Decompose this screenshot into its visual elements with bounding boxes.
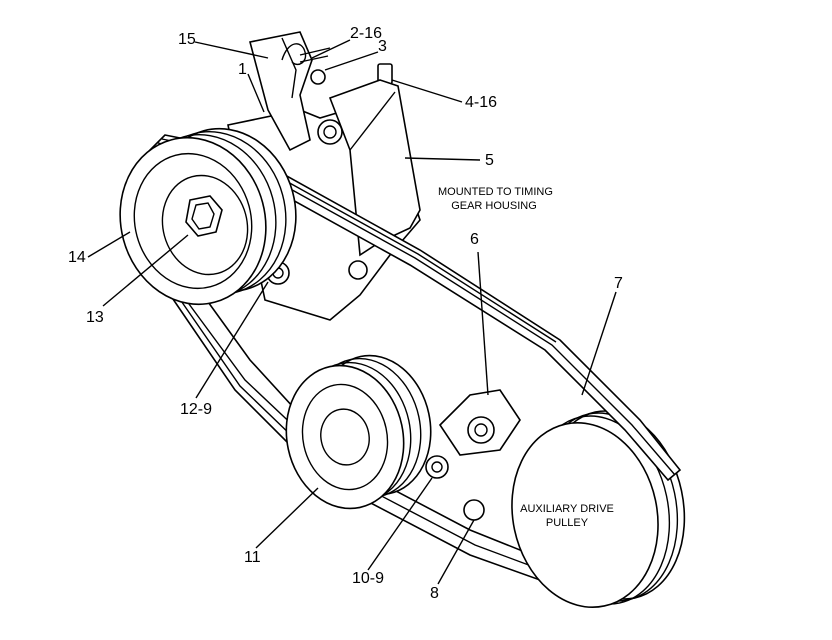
pulley-bolt-8 — [463, 499, 485, 521]
tensioner-body — [328, 79, 421, 257]
tensioner-arm — [249, 31, 313, 152]
pulley-bolt-10 — [425, 455, 449, 479]
idler-bolt — [467, 416, 495, 444]
callout-3: 3 — [378, 38, 387, 55]
adjusting-screw — [299, 47, 331, 63]
callout-13: 13 — [86, 309, 104, 326]
callout-12-9: 12-9 — [180, 401, 213, 418]
bracket-bolt — [317, 119, 343, 145]
auxiliary-note-line2: PULLEY — [545, 517, 589, 529]
callout-5: 5 — [485, 152, 494, 169]
callout-6: 6 — [470, 231, 479, 248]
mounting-note: MOUNTED TO TIMING GEAR HOUSING — [438, 185, 553, 213]
mounting-note-line1: MOUNTED TO TIMING — [438, 186, 553, 198]
callout-4-16: 4-16 — [465, 94, 498, 111]
callout-15: 15 — [178, 31, 196, 48]
callout-2-16: 2-16 — [350, 25, 383, 42]
callout-1: 1 — [238, 61, 247, 78]
spring-clip — [281, 43, 307, 66]
auxiliary-note-line1: AUXILIARY DRIVE — [520, 503, 614, 515]
callout-7: 7 — [614, 275, 623, 292]
middle-pulley — [285, 354, 432, 510]
callout-14: 14 — [68, 249, 86, 266]
large-pulley — [119, 127, 297, 306]
callout-10-9: 10-9 — [352, 570, 385, 587]
callout-8: 8 — [430, 585, 439, 602]
callout-11: 11 — [244, 549, 261, 566]
mounting-note-line2: GEAR HOUSING — [451, 200, 537, 212]
leader-lines — [87, 39, 617, 585]
auxiliary-pulley-note: AUXILIARY DRIVE PULLEY — [512, 502, 622, 530]
